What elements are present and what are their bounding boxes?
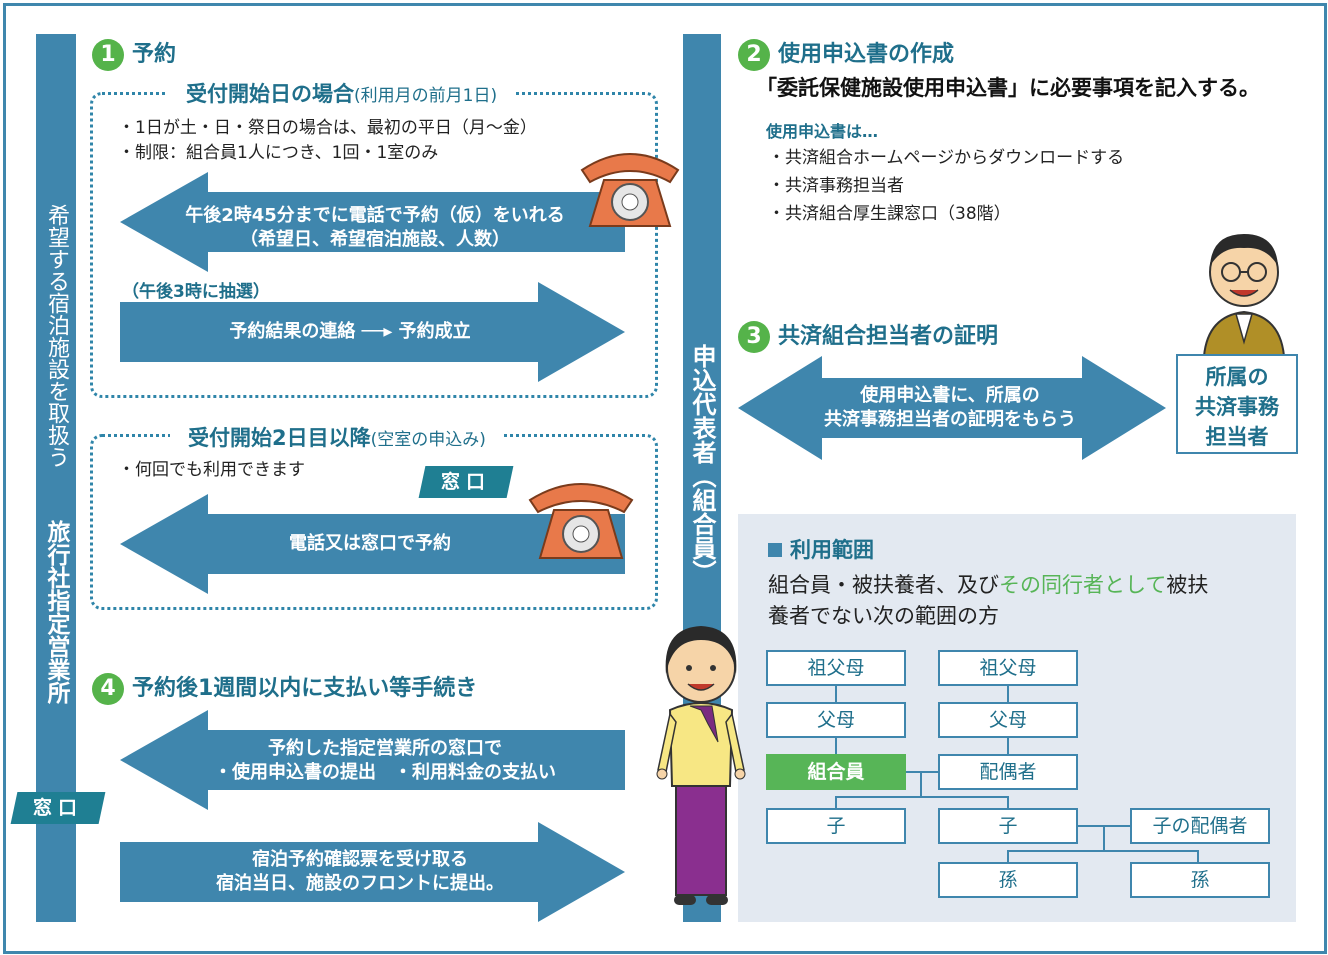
step4-left-arrow — [120, 710, 625, 810]
lottery-note: （午後3時に抽選） — [122, 282, 270, 302]
staff-label-box: 所属の 共済事務 担当者 — [1176, 354, 1298, 454]
step4-left-arrow-line2: ・使用申込書の提出 ・利用料金の支払い — [214, 762, 556, 783]
scope-title: 利用範囲 — [768, 534, 874, 564]
tree-line — [1007, 686, 1009, 704]
tree-member: 組合員 — [766, 754, 906, 790]
step2-title: 使用申込書の作成 — [778, 42, 955, 67]
phone-icon — [528, 483, 634, 559]
tree-line — [835, 796, 1009, 798]
phone-icon — [580, 153, 680, 227]
outer-frame — [3, 3, 1327, 954]
tree-parents-left: 父母 — [766, 702, 906, 738]
step4-heading: 4 予約後1週間以内に支払い等手続き — [92, 670, 477, 705]
step4-right-arrow-line2: 宿泊当日、施設のフロントに提出。 — [216, 873, 504, 894]
staff-label-line3: 担当者 — [1205, 425, 1269, 449]
staff-label-line2: 共済事務 — [1195, 395, 1279, 419]
applicant-bar-text: 申込代表者（組合員） — [688, 344, 716, 584]
step4-madoguchi-label: 窓口 — [10, 792, 106, 824]
applicant-person-illustration — [656, 626, 746, 905]
tree-parents-right: 父母 — [938, 702, 1078, 738]
step4-title: 予約後1週間以内に支払い等手続き — [132, 676, 478, 701]
tree-line — [1007, 738, 1009, 756]
travel-agency-bar: 希望する宿泊施設を取扱う — [36, 34, 76, 922]
box1-right-arrow — [120, 282, 625, 382]
travel-agency-text: 希望する宿泊施設を取扱う — [44, 204, 69, 468]
step4-madoguchi-text: 窓口 — [32, 797, 83, 819]
scope-description: 組合員・被扶養者、及びその同行者として被扶 養者でない次の範囲の方 — [768, 570, 1208, 632]
step3-arrow-line1: 使用申込書に、所属の — [860, 385, 1040, 406]
square-bullet-icon — [768, 543, 782, 557]
step3-title: 共済組合担当者の証明 — [778, 324, 999, 349]
step4-left-arrow-line1: 予約した指定営業所の窓口で — [268, 738, 502, 759]
step3-double-arrow — [738, 356, 1166, 460]
tree-child-spouse: 子の配偶者 — [1130, 808, 1270, 844]
step2-item-2: ・共済事務担当者 — [768, 176, 904, 196]
tree-line — [920, 772, 922, 796]
tree-line — [1007, 850, 1009, 862]
step2-instruction: 「委託保健施設使用申込書」に必要事項を記入する。 — [756, 76, 1260, 100]
tree-grandchild-left: 孫 — [938, 862, 1078, 898]
step3-arrow-line2: 共済事務担当者の証明をもらう — [824, 409, 1076, 430]
box2-title-note: (空室の申込み) — [370, 430, 486, 450]
scope-title-text: 利用範囲 — [790, 538, 874, 562]
tree-line — [1103, 826, 1105, 852]
tree-line — [835, 796, 837, 808]
step2-number: 2 — [738, 39, 770, 71]
box1-bullet-1: ・1日が土・日・祭日の場合は、最初の平日（月〜金） — [118, 118, 537, 138]
box1-title-note: (利用月の前月1日) — [354, 86, 498, 106]
scope-desc-part1: 組合員・被扶養者、及び — [768, 573, 999, 597]
tree-child-left: 子 — [766, 808, 906, 844]
box2-title: 受付開始2日目以降(空室の申込み) — [170, 422, 504, 452]
box1-left-arrow-line2: （希望日、希望宿泊施設、人数） — [240, 229, 510, 250]
tree-child-mid: 子 — [938, 808, 1078, 844]
step2-item-3: ・共済組合厚生課窓口（38階） — [768, 204, 1011, 224]
tree-line — [906, 771, 938, 773]
staff-label-line1: 所属の — [1205, 365, 1269, 389]
box1-title: 受付開始日の場合(利用月の前月1日) — [168, 78, 516, 108]
box2-left-arrow-text: 電話又は窓口で予約 — [289, 533, 451, 554]
tree-grandparents-right: 祖父母 — [938, 650, 1078, 686]
box2-left-arrow — [120, 494, 625, 594]
tree-line — [835, 738, 837, 756]
tree-grandchild-right: 孫 — [1130, 862, 1270, 898]
tree-line — [1197, 850, 1199, 862]
scope-desc-line2: 養者でない次の範囲の方 — [768, 604, 999, 628]
box2-bullet: ・何回でも利用できます — [118, 460, 305, 480]
tree-line — [835, 686, 837, 704]
box1-title-text: 受付開始日の場合 — [186, 82, 354, 106]
scope-desc-part2: 被扶 — [1166, 573, 1209, 597]
staff-person-illustration — [1202, 234, 1286, 356]
tree-spouse: 配偶者 — [938, 754, 1078, 790]
step4-right-arrow — [120, 822, 625, 922]
step2-sub: 使用申込書は… — [766, 122, 879, 141]
tree-line — [1007, 850, 1199, 852]
travel-agency-bold-label: 旅行社指定営業所 — [43, 520, 69, 704]
box1-bullet-2: ・制限：組合員1人につき、1回・1室のみ — [118, 143, 439, 163]
step3-number: 3 — [738, 321, 770, 353]
step4-number: 4 — [92, 673, 124, 705]
scope-desc-highlight: その同行者として — [999, 573, 1167, 597]
step1-heading: 1 予約 — [92, 36, 176, 71]
tree-grandparents-left: 祖父母 — [766, 650, 906, 686]
step1-number: 1 — [92, 39, 124, 71]
step1-title: 予約 — [132, 42, 177, 67]
step4-right-arrow-line1: 宿泊予約確認票を受け取る — [252, 849, 468, 870]
step2-heading: 2 使用申込書の作成 — [738, 36, 954, 71]
box1-left-arrow — [120, 172, 625, 272]
box2-title-text: 受付開始2日目以降 — [188, 426, 371, 450]
box1-left-arrow-line1: 午後2時45分までに電話で予約（仮）をいれる — [185, 205, 565, 226]
tree-line — [1007, 796, 1009, 808]
step3-heading: 3 共済組合担当者の証明 — [738, 318, 998, 353]
box1-right-arrow-text: 予約結果の連絡 ──▸ 予約成立 — [229, 321, 471, 342]
step2-item-1: ・共済組合ホームページからダウンロードする — [768, 148, 1125, 168]
